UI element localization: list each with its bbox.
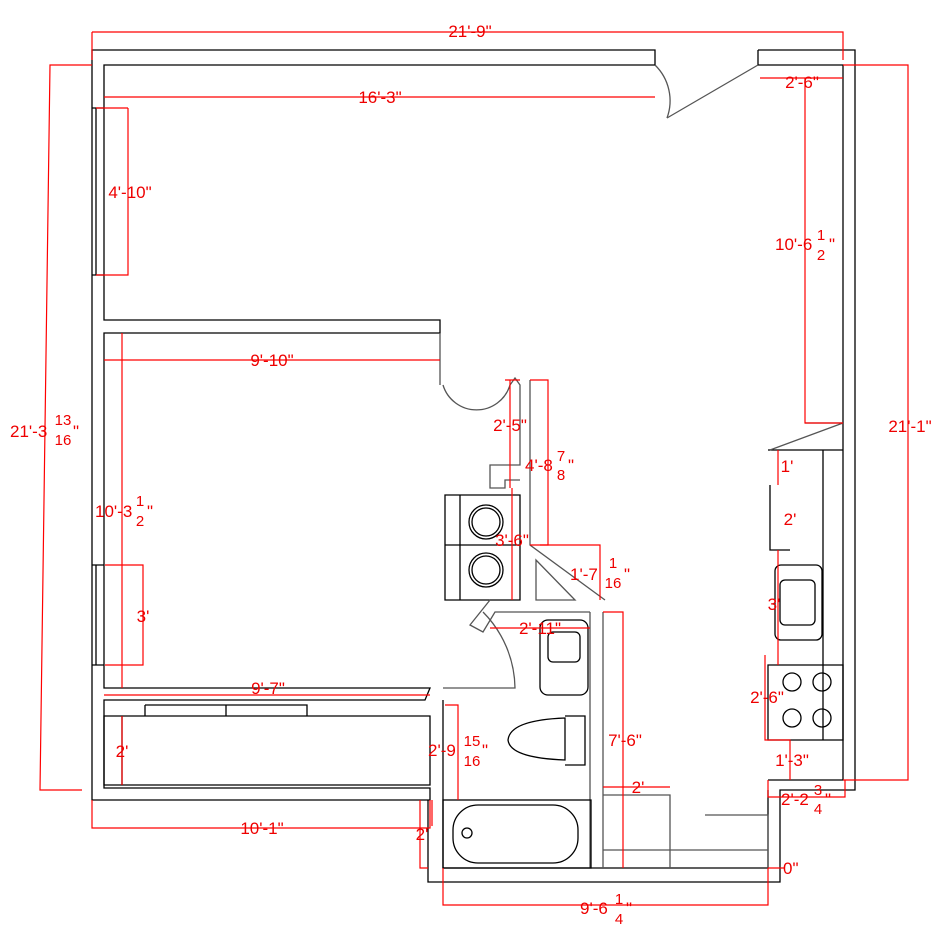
dimension-label-part: 2 (817, 247, 825, 264)
dim-kitchen-length: 7'-6" (608, 731, 642, 750)
dimension-label-part: 7 (557, 448, 565, 465)
dim-bedroom-width: 9'-10" (250, 351, 293, 370)
dimension-label-part: 4'-8 (525, 456, 553, 475)
dim-bedroom-bottom: 9'-7" (251, 679, 285, 698)
dim-overall-height-right: 21'-1" (888, 417, 931, 436)
dim-overall-width: 21'-9" (448, 22, 491, 41)
dimension-label-part: " (73, 422, 79, 441)
dim-stove-gap: 1'-3" (775, 751, 809, 770)
dim-window-top-left: 4'-10" (108, 183, 151, 202)
dimension-label-part: 10'-6 (775, 235, 812, 254)
dimension-label-part: 9'-6 (580, 899, 608, 918)
dimension-label-part: 21'-3 (10, 422, 47, 441)
dim-laundry: 3'-6" (495, 531, 529, 550)
dimension-label-part: 13 (55, 412, 72, 429)
dim-kitchen-counter: 2' (632, 778, 645, 797)
dimension-label-part: 1'-7 (570, 565, 598, 584)
dimension-lines (39, 31, 909, 906)
dimension-label-part: 2'-2 (781, 790, 809, 809)
dimension-label-part: 4 (615, 911, 623, 928)
dim-kitchen-return: 2'-2 3 4 " (781, 782, 831, 818)
dim-laundry-height: 4'-8 7 8 " (525, 448, 574, 484)
dimension-label-part: 16 (464, 753, 481, 770)
dim-hall-wall: 2'-5" (493, 416, 527, 435)
dimension-label-part: 2'-9 (428, 741, 456, 760)
dim-stove: 2'-6" (750, 688, 784, 707)
dimension-label-part: 3 (814, 782, 822, 799)
dim-bottom-left: 10'-1" (240, 819, 283, 838)
dim-sink: 3' (768, 595, 781, 614)
dimension-label-part: " (624, 565, 630, 584)
dim-kitchen-1ft: 1' (781, 457, 794, 476)
dimension-label-part: " (829, 235, 835, 254)
dimension-label-part: 15 (464, 733, 481, 750)
dimension-label-part: 16 (605, 575, 622, 592)
dim-bedroom-height: 10'-3 1 2 " (95, 493, 153, 530)
dim-closet: 2' (116, 742, 129, 761)
dimension-label-part: " (825, 790, 831, 809)
dimension-label-part: 1 (817, 227, 825, 244)
dimension-label-part: " (147, 502, 153, 521)
dimension-label-part: 8 (557, 467, 565, 484)
dim-kitchen-2ft: 2' (784, 510, 797, 529)
dim-entry-door: 2'-6" (785, 73, 819, 92)
dim-bottom-step: 2' (416, 825, 429, 844)
dim-angled-wall: 1'-7 1 16 " (570, 555, 630, 592)
dimension-label-part: 4 (814, 801, 822, 818)
dimension-label-part: 1 (609, 555, 617, 572)
dim-right-upper: 10'-6 1 2 " (775, 227, 835, 264)
dimension-label-part: " (626, 899, 632, 918)
dimension-label-part: 1 (615, 891, 623, 908)
dimension-label-part: 2 (136, 513, 144, 530)
dim-window-bedroom: 3' (137, 607, 150, 626)
dim-bath-bottom: 9'-6 1 4 " (580, 891, 632, 928)
dimension-label-part: " (568, 456, 574, 475)
dim-overall-height-left: 21'-3 13 16 " (10, 412, 79, 449)
dimension-label-part: " (482, 741, 488, 760)
dim-zero: 0" (783, 859, 799, 878)
dimension-labels: 21'-9" 16'-3" 2'-6" 4'-10" 10'-6 1 2 " 2… (10, 22, 932, 928)
dim-bath-wall: 2'-9 15 16 " (428, 733, 488, 770)
dim-vanity: 2'-11" (519, 619, 561, 638)
dimension-label-part: 16 (55, 432, 72, 449)
dimension-label-part: 1 (136, 493, 144, 510)
dim-top-wall: 16'-3" (358, 88, 401, 107)
dimension-label-part: 10'-3 (95, 502, 132, 521)
